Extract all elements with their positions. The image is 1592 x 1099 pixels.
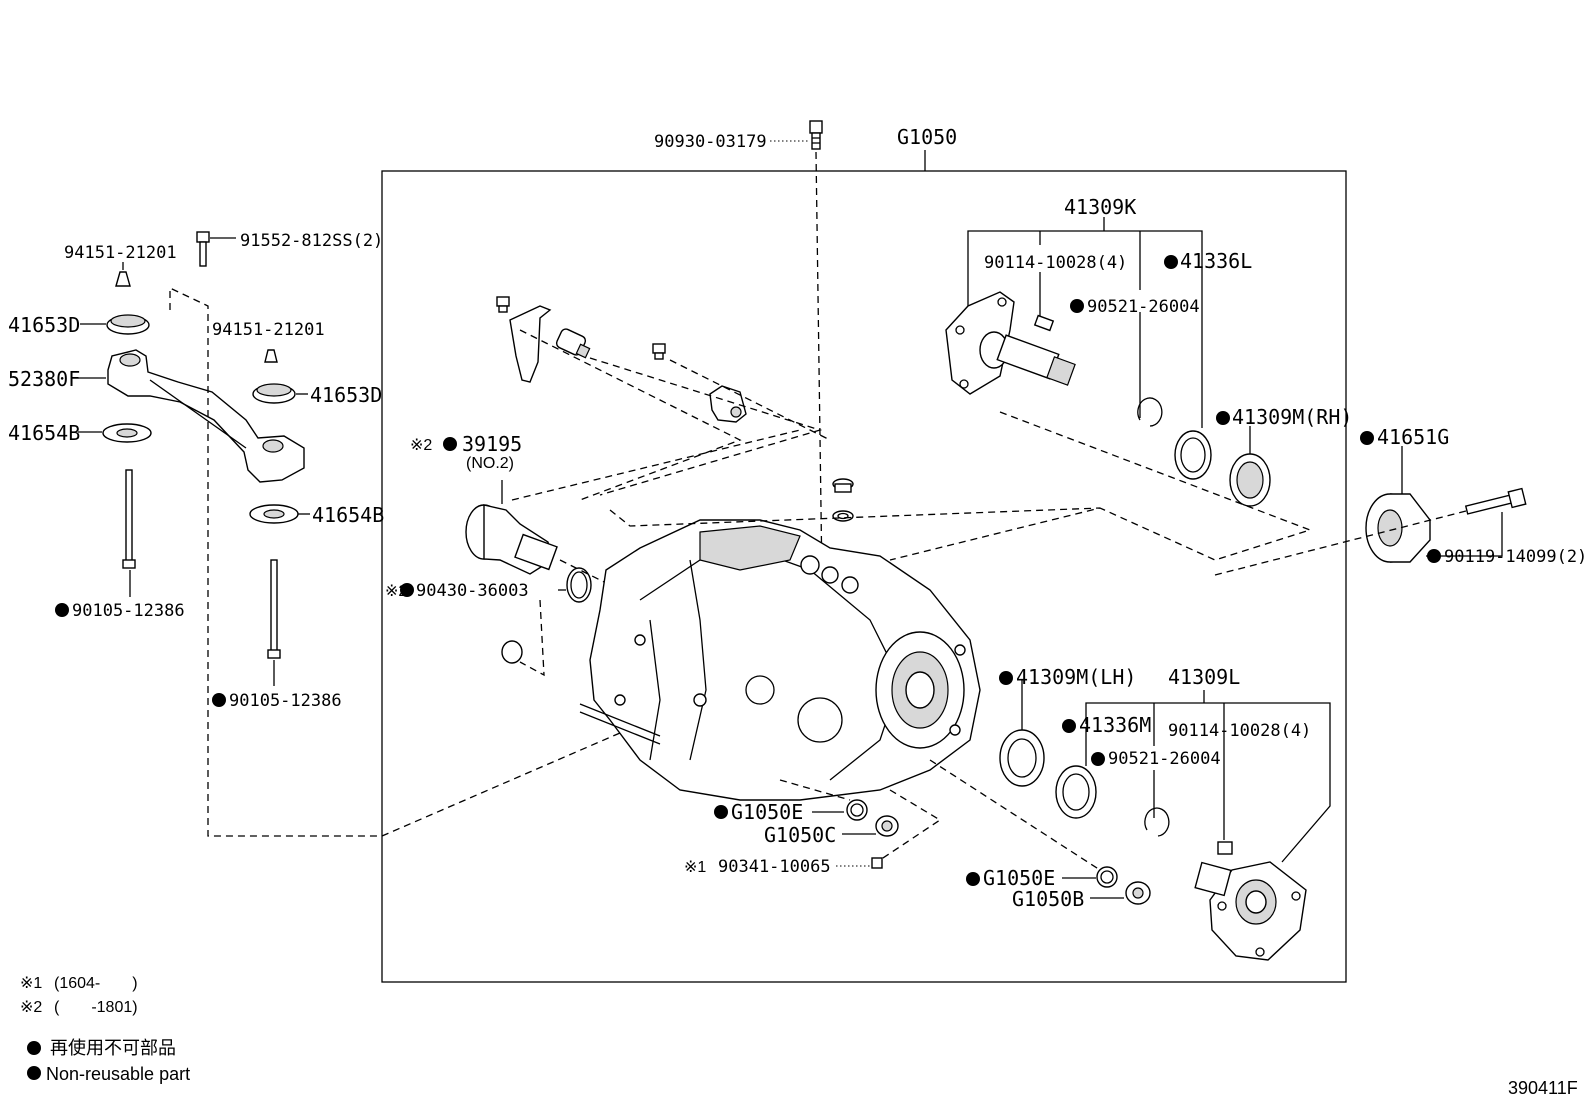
- plug-g1050b-part[interactable]: [1125, 881, 1151, 905]
- label-39195-sub: (NO.2): [466, 455, 514, 472]
- label-94151-21201-b[interactable]: 94151-21201: [212, 320, 325, 340]
- stopper-41654b-b-part[interactable]: [249, 504, 299, 524]
- diagram-id: 390411F: [1508, 1078, 1578, 1098]
- bolt-90119-part[interactable]: [1464, 487, 1527, 515]
- flange-41309k-part[interactable]: [945, 291, 1076, 395]
- label-94151-21201-a[interactable]: 94151-21201: [64, 243, 177, 263]
- label-52380f[interactable]: 52380F: [8, 367, 80, 391]
- label-90521-26004-a[interactable]: 90521-26004: [1087, 297, 1200, 317]
- shaft-39195-part[interactable]: [465, 504, 558, 575]
- gasket-plug-part[interactable]: [832, 510, 854, 522]
- label-41309k[interactable]: 41309K: [1064, 195, 1136, 219]
- snap-ring-90521-a-part[interactable]: [1137, 397, 1163, 427]
- label-90114-10028-b[interactable]: 90114-10028(4): [1168, 721, 1311, 741]
- label-90430-36003[interactable]: 90430-36003: [416, 581, 529, 601]
- label-39195[interactable]: 39195: [462, 432, 522, 456]
- note-mark-90341: ※1: [684, 859, 706, 876]
- cushion-41653d-a-part[interactable]: [106, 314, 150, 335]
- label-g1050b[interactable]: G1050B: [1012, 887, 1084, 911]
- label-41309m-rh[interactable]: 41309M(RH): [1232, 405, 1352, 429]
- label-g1050[interactable]: G1050: [897, 125, 957, 149]
- label-90105-12386-b[interactable]: 90105-12386: [229, 691, 342, 711]
- bolt-90105-b-part[interactable]: [267, 559, 281, 659]
- label-41336m[interactable]: 41336M: [1079, 713, 1151, 737]
- snap-ring-90521-b-part[interactable]: [1144, 807, 1170, 837]
- label-90119-14099[interactable]: 90119-14099(2): [1444, 547, 1587, 567]
- sensor-connector-a-part[interactable]: [555, 327, 591, 359]
- mount-bracket-52380f-part[interactable]: [107, 349, 305, 483]
- label-90114-10028-a[interactable]: 90114-10028(4): [984, 253, 1127, 273]
- note-mark-90430: ※2: [385, 583, 407, 600]
- label-41654b-a[interactable]: 41654B: [8, 421, 80, 445]
- bolt-91552-part[interactable]: [196, 231, 210, 267]
- legend-jp: 再使用不可部品: [50, 1038, 176, 1058]
- label-41653d-b[interactable]: 41653D: [310, 383, 382, 407]
- transfer-housing-part[interactable]: [579, 519, 981, 801]
- bracket-sensor-part[interactable]: [509, 305, 552, 383]
- label-90341-10065[interactable]: 90341-10065: [718, 857, 831, 877]
- cushion-41653d-b-part[interactable]: [252, 383, 296, 404]
- footnote-1-text: (1604- ): [54, 975, 138, 992]
- label-90521-26004-b[interactable]: 90521-26004: [1108, 749, 1221, 769]
- bolt-90114-b-part[interactable]: [1217, 841, 1233, 855]
- cap-94151-a-part[interactable]: [115, 271, 131, 287]
- filler-plug-part[interactable]: [832, 478, 854, 493]
- seal-41336l-part[interactable]: [1174, 430, 1212, 480]
- label-g1050c[interactable]: G1050C: [764, 823, 836, 847]
- oring-g1050e-a-part[interactable]: [846, 799, 868, 821]
- label-91552-812ss[interactable]: 91552-812SS(2): [240, 231, 383, 251]
- bolt-90114-a-part[interactable]: [1033, 314, 1055, 332]
- bearing-41309m-rh-part[interactable]: [1229, 453, 1271, 507]
- footnote-2-text: ( -1801): [54, 999, 138, 1016]
- bolt-90341-part[interactable]: [871, 857, 883, 869]
- footnote-1-mark: ※1: [20, 975, 42, 992]
- label-41651g[interactable]: 41651G: [1377, 425, 1449, 449]
- speed-sensor-part[interactable]: [709, 385, 747, 423]
- oring-g1050e-b-part[interactable]: [1096, 866, 1118, 888]
- seal-41309m-lh-part[interactable]: [999, 729, 1045, 787]
- plug-g1050c-part[interactable]: [875, 815, 899, 837]
- label-41654b-b[interactable]: 41654B: [312, 503, 384, 527]
- label-90105-12386-a[interactable]: 90105-12386: [72, 601, 185, 621]
- bolt-small-b-part[interactable]: [652, 343, 666, 360]
- label-41653d-a[interactable]: 41653D: [8, 313, 80, 337]
- label-90930-03179[interactable]: 90930-03179: [654, 132, 767, 152]
- seal-41336m-part[interactable]: [1055, 765, 1097, 819]
- bolt-small-a-part[interactable]: [496, 296, 510, 313]
- label-41309l[interactable]: 41309L: [1168, 665, 1240, 689]
- nonreusable-markers: [27, 255, 1441, 1080]
- label-41309m-lh[interactable]: 41309M(LH): [1016, 665, 1136, 689]
- label-41336l[interactable]: 41336L: [1180, 249, 1252, 273]
- note-mark-39195: ※2: [410, 437, 432, 454]
- legend-en: Non-reusable part: [46, 1064, 190, 1084]
- oring-90430-part[interactable]: [566, 567, 592, 603]
- flange-41309l-part[interactable]: [1194, 861, 1307, 961]
- breather-plug-part[interactable]: [809, 120, 823, 150]
- assembly-frame: [381, 170, 1347, 983]
- label-g1050e-a[interactable]: G1050E: [731, 800, 803, 824]
- plug-small-part[interactable]: [501, 640, 523, 664]
- footnote-2-mark: ※2: [20, 999, 42, 1016]
- bolt-90105-a-part[interactable]: [122, 469, 136, 569]
- stopper-41654b-a-part[interactable]: [102, 423, 152, 443]
- damper-41651g-part[interactable]: [1365, 493, 1431, 563]
- cap-94151-b-part[interactable]: [264, 349, 278, 363]
- label-g1050e-b[interactable]: G1050E: [983, 866, 1055, 890]
